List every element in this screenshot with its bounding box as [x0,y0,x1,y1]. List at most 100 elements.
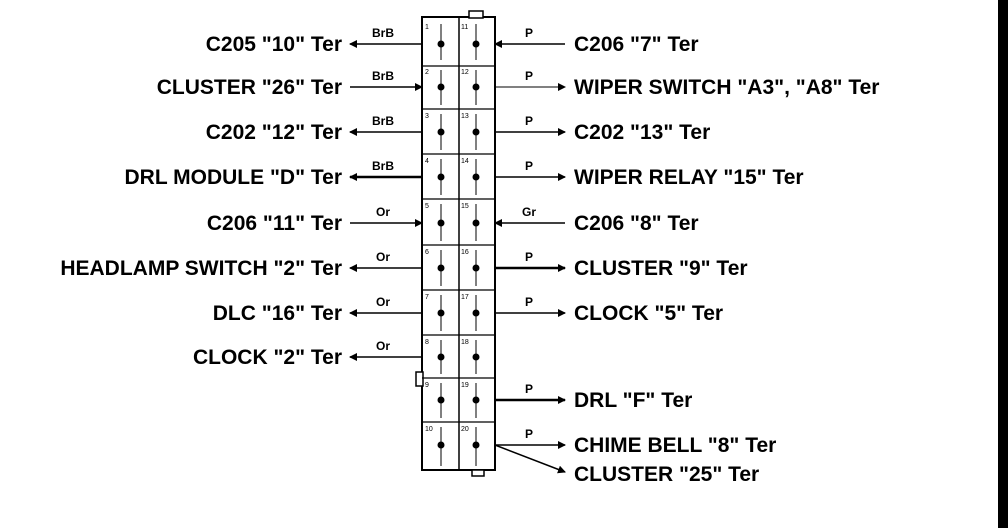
wire-pin-5: Or C206 "11" Ter [207,205,423,235]
wire-pin-7: Or DLC "16" Ter [213,295,422,325]
wire-pin-14: P WIPER RELAY "15" Ter [495,159,804,189]
wire-color: Or [376,250,390,264]
wire-color: P [525,114,533,128]
wire-color: P [525,427,533,441]
wire-color: BrB [372,26,394,40]
edge-bar [998,0,1008,528]
pin-dot [437,396,445,404]
pin-dot [437,219,445,227]
destination-label: C206 "8" Ter [574,212,699,235]
pin-dot [472,219,480,227]
connector-body [415,10,496,477]
wire-color: P [525,69,533,83]
destination-label: DRL MODULE "D" Ter [125,166,342,189]
wire-color: P [525,250,533,264]
wire-color: BrB [372,159,394,173]
pin-dot [437,173,445,181]
pin-5: 5 [425,203,445,241]
pin-6: 6 [425,249,445,286]
destination-label: DLC "16" Ter [213,302,342,325]
destination-label: C206 "11" Ter [207,212,342,235]
pin-dot [437,309,445,317]
pin-2: 2 [425,69,445,105]
pin-19: 19 [461,382,480,418]
wire-color: P [525,159,533,173]
destination-label: CHIME BELL "8" Ter [574,434,776,457]
pin-18: 18 [461,339,480,374]
pin-12: 12 [461,69,480,105]
destination-label: C205 "10" Ter [206,33,342,56]
wire-pin-4: BrB DRL MODULE "D" Ter [125,159,422,189]
pin-number: 14 [461,158,469,165]
pin-dot [472,128,480,136]
wire-pin-19: P DRL "F" Ter [495,382,692,412]
pin-1: 1 [425,24,445,60]
destination-label: HEADLAMP SWITCH "2" Ter [60,257,342,280]
pin-dot [437,353,445,361]
pin-dot [472,173,480,181]
pin-dot [472,309,480,317]
destination-label: CLUSTER "26" Ter [157,76,342,99]
pin-dot [472,264,480,272]
pin-number: 15 [461,203,469,210]
pin-4: 4 [425,158,445,195]
pin-number: 5 [425,203,429,210]
pin-13: 13 [461,113,480,150]
pin-number: 12 [461,69,469,76]
wire-color: Or [376,339,390,353]
pin-number: 20 [461,426,469,433]
bottom-latch [471,469,485,477]
pin-10: 10 [425,426,445,466]
top-latch [468,10,484,19]
pin-17: 17 [461,294,480,331]
pin-3: 3 [425,113,445,150]
pin-number: 2 [425,69,429,76]
pin-dot [472,40,480,48]
wire-pin-20-branch: CLUSTER "25" Ter [494,444,759,486]
pin-9: 9 [425,382,445,418]
pin-dot [472,83,480,91]
destination-label: CLOCK "5" Ter [574,302,723,325]
pin-dot [472,353,480,361]
wire-color: Or [376,205,390,219]
pin-number: 13 [461,113,469,120]
pin-16: 16 [461,249,480,286]
wire-pin-11: P C206 "7" Ter [494,26,699,56]
pin-15: 15 [461,203,480,241]
pin-dot [472,396,480,404]
pin-dot [437,264,445,272]
wire-pin-6: Or HEADLAMP SWITCH "2" Ter [60,250,422,280]
wire-pin-17: P CLOCK "5" Ter [495,295,723,325]
pin-number: 1 [425,24,429,31]
wire-pin-16: P CLUSTER "9" Ter [495,250,748,280]
pin-dot [437,128,445,136]
wire-pin-12: P WIPER SWITCH "A3", "A8" Ter [495,69,879,99]
pin-number: 11 [461,24,468,31]
pin-dot [437,40,445,48]
pin-number: 4 [425,158,429,165]
wire-color: P [525,295,533,309]
pin-number: 6 [425,249,429,256]
pin-number: 7 [425,294,429,301]
pin-number: 19 [461,382,469,389]
pin-14: 14 [461,158,480,195]
destination-label: C202 "13" Ter [574,121,710,144]
destination-label: CLOCK "2" Ter [193,346,342,369]
wire-pin-20: P CHIME BELL "8" Ter [495,427,776,457]
destination-label: CLUSTER "25" Ter [574,463,759,486]
wire-pin-8: Or CLOCK "2" Ter [193,339,422,369]
pin-number: 3 [425,113,429,120]
pin-dot [437,83,445,91]
side-latch [415,371,424,387]
pin-number: 17 [461,294,469,301]
destination-label: C202 "12" Ter [206,121,342,144]
wire-color: P [525,382,533,396]
wire-color: BrB [372,114,394,128]
pin-11: 11 [461,24,480,60]
wire-pin-1: BrB C205 "10" Ter [206,26,422,56]
pin-20: 20 [461,426,480,466]
pin-8: 8 [425,339,445,374]
pin-number: 10 [425,426,433,433]
